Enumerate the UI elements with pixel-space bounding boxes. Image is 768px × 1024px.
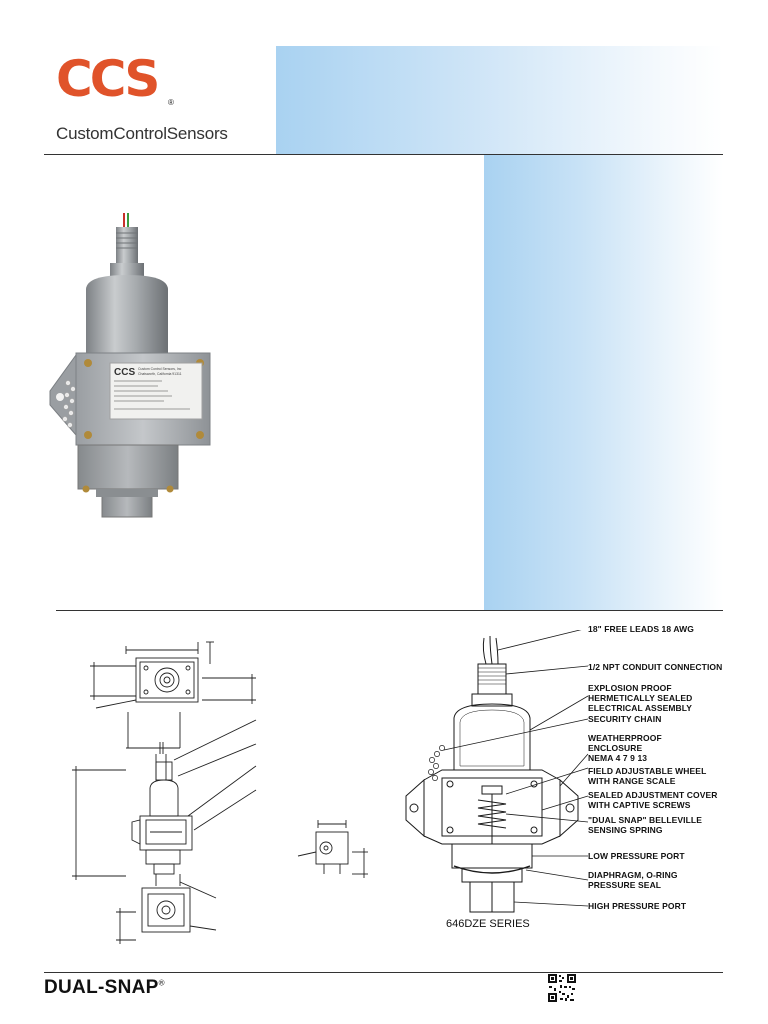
callout-low-pressure-port: LOW PRESSURE PORT (588, 851, 685, 861)
bottom-divider (44, 972, 723, 973)
company-name: CustomControlSensors (56, 124, 228, 143)
nameplate-logo: CCS (114, 367, 135, 378)
callout-sensing-spring: "DUAL SNAP" BELLEVILLE SENSING SPRING (588, 815, 702, 835)
logo-registered-mark: ® (168, 98, 174, 107)
ccs-logo-mark: CCS (56, 50, 160, 108)
cutaway-illustration (405, 630, 589, 913)
callout-conduit-connection: 1/2 NPT CONDUIT CONNECTION (588, 662, 723, 672)
callout-adjustment-cover: SEALED ADJUSTMENT COVER WITH CAPTIVE SCR… (588, 790, 718, 810)
footer-brand: DUAL-SNAP® (44, 977, 165, 998)
conduit-fitting (116, 227, 138, 265)
callout-free-leads: 18" FREE LEADS 18 AWG (588, 624, 694, 634)
lower-housing (77, 444, 179, 490)
callout-diaphragm-seal: DIAPHRAGM, O-RING PRESSURE SEAL (588, 870, 678, 890)
product-photo: CCS Custom Control Sensors, Inc Chatswor… (49, 213, 211, 518)
nameplate-maker-line1: Custom Control Sensors, Inc (138, 367, 182, 371)
side-color-band (484, 155, 723, 610)
callout-security-chain: SECURITY CHAIN (588, 714, 662, 724)
nameplate-maker-line2: Chatsworth, California 91311 (138, 372, 182, 376)
detail-drawing (297, 820, 368, 878)
callout-adjustable-wheel: FIELD ADJUSTABLE WHEEL WITH RANGE SCALE (588, 766, 707, 786)
callout-high-pressure-port: HIGH PRESSURE PORT (588, 901, 687, 911)
header-color-band (276, 46, 723, 154)
sealed-housing (86, 275, 168, 355)
callout-enclosure: WEATHERPROOF ENCLOSURE NEMA 4 7 9 13 (588, 733, 662, 763)
middle-divider (56, 610, 723, 611)
top-divider (44, 154, 723, 155)
callout-electrical-assembly: EXPLOSION PROOF HERMETICALLY SEALED ELEC… (588, 683, 693, 713)
series-label: 646DZE SERIES (446, 918, 530, 930)
qr-code-icon (548, 974, 576, 1002)
dimension-drawing (72, 641, 257, 944)
